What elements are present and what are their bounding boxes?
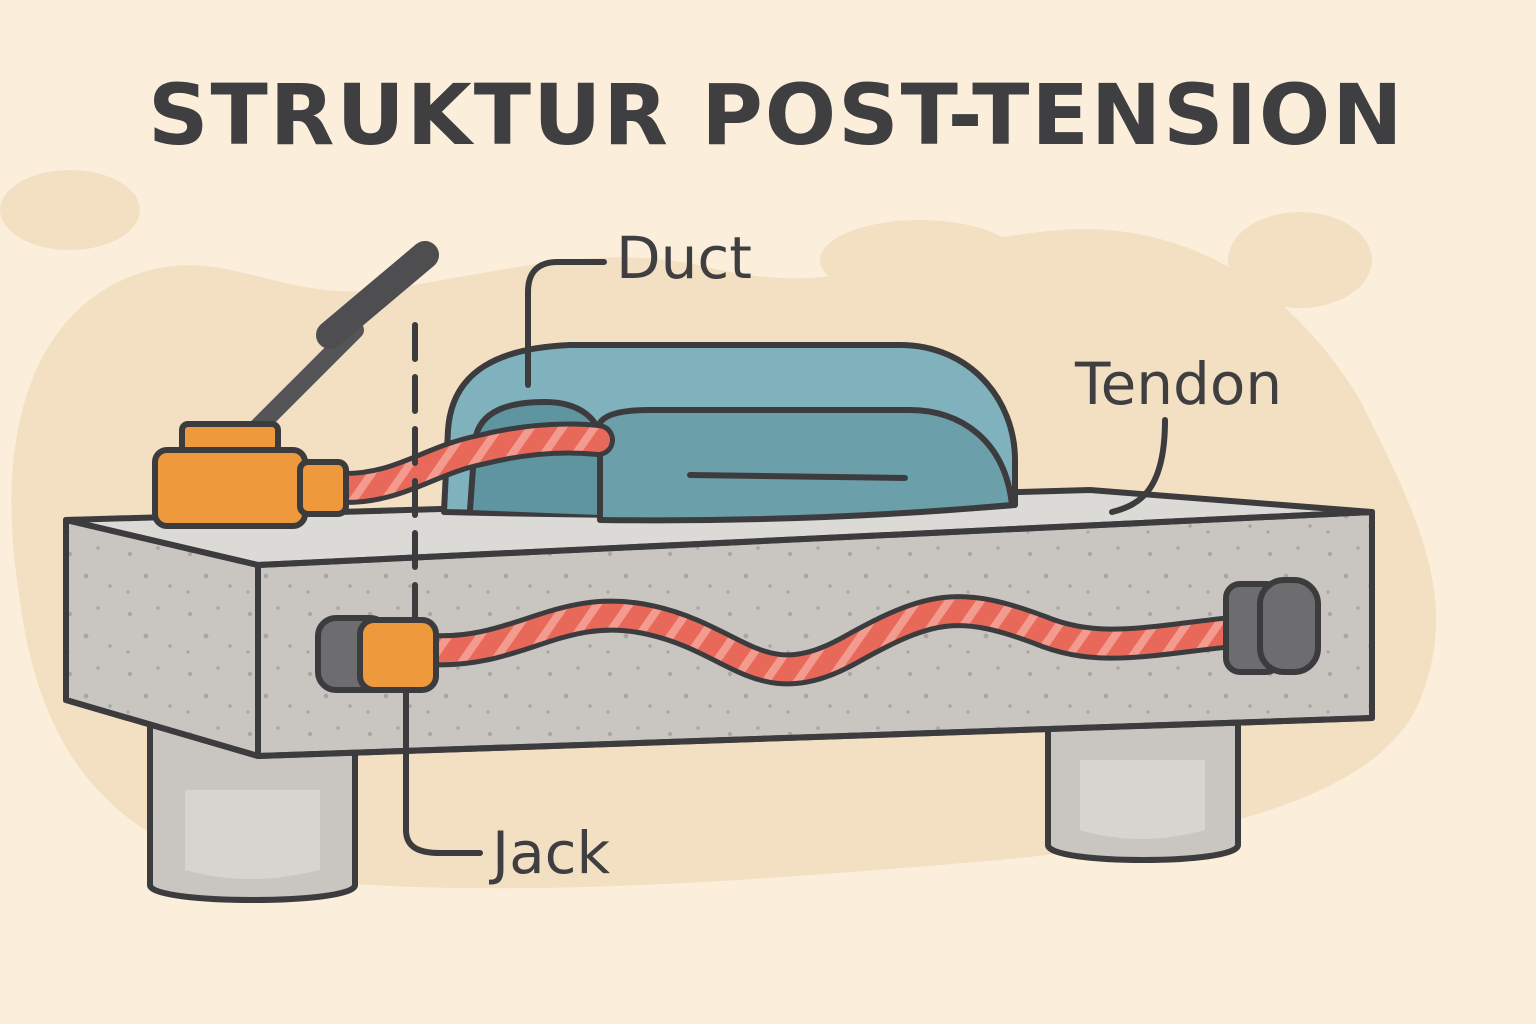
jack-leader-line [403,687,483,856]
left-pillar [147,717,358,903]
duct-leader-line [525,259,607,388]
hydraulic-jack [152,241,439,529]
duct [441,342,1018,524]
right-pillar [1045,697,1241,863]
surface-tendon [328,421,615,505]
right-anchor [1223,577,1321,675]
duct-label: Duct [616,224,752,292]
left-anchor [315,615,439,693]
jack-label: Jack [489,819,611,887]
tendon-label: Tendon [1074,350,1282,418]
embedded-tendon [413,594,1267,687]
tendon-leader-line [1109,417,1168,515]
page-title: STRUKTUR POST-TENSION [148,66,1405,164]
